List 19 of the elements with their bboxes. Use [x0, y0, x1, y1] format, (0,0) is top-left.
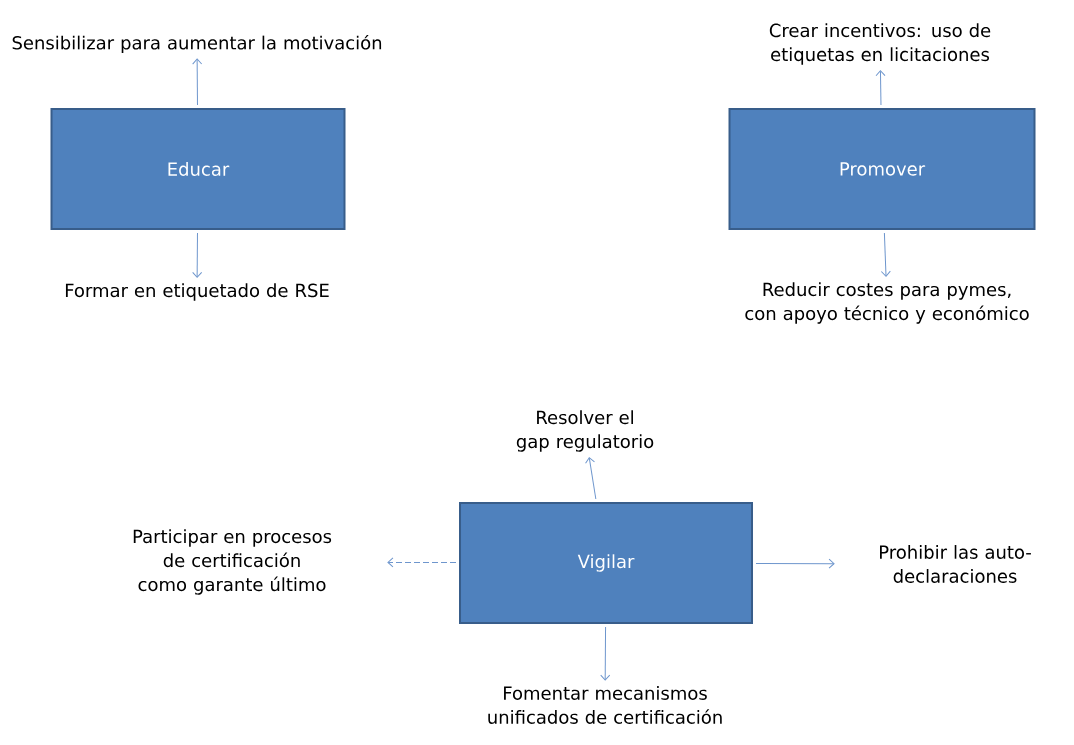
action-text: Reducir costes para pymes, con apoyo técnico y económico: [745, 282, 1029, 324]
arrow: [880, 232, 891, 277]
arrow: [600, 626, 611, 681]
arrow: [192, 58, 203, 106]
action-text: Sensibilizar para aumentar la motivación: [12, 34, 382, 54]
arrow: [192, 232, 203, 278]
arrow: [755, 558, 835, 569]
process-box: Vigilar: [459, 502, 753, 624]
action-text: Formar en etiquetado de RSE: [65, 283, 329, 301]
arrow: [875, 70, 886, 106]
process-box: Educar: [50, 108, 346, 230]
action-text: Crear incentivos: uso de etiquetas en licitaciones: [769, 23, 991, 65]
action-text: Participar en procesos de certificación como garante último: [133, 529, 332, 595]
arrow: [585, 457, 597, 500]
arrow: [387, 557, 457, 568]
action-text: Fomentar mecanismos unificados de certificación: [488, 686, 722, 724]
action-text: Resolver el gap regulatorio: [516, 410, 654, 452]
action-text: Prohibir las auto-declaraciones: [880, 545, 1031, 583]
process-box: Promover: [728, 108, 1036, 230]
